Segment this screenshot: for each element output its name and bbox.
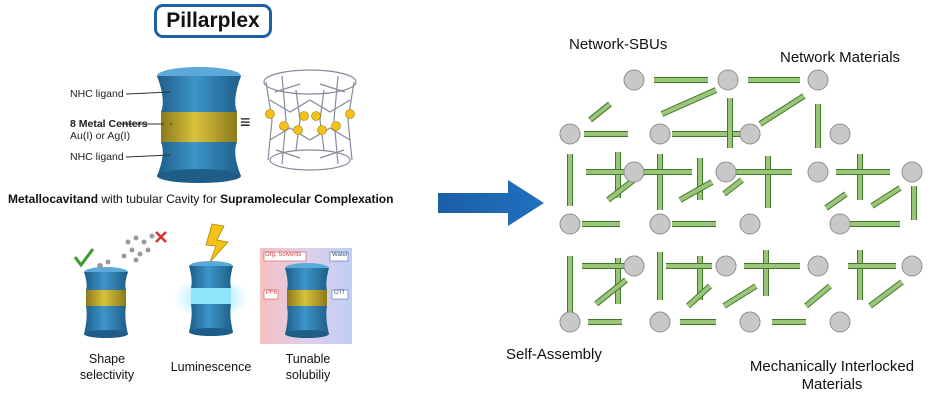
network-node xyxy=(807,69,829,91)
main-pillar-illustration xyxy=(120,67,241,183)
caption-bold-1: Metallocavitand xyxy=(8,192,99,206)
nhc-ligand-bottom-label: NHC ligand xyxy=(70,151,124,163)
caption-bold-2: Supramolecular Complexation xyxy=(220,192,394,206)
network-node xyxy=(649,213,671,235)
feature-label-line1: Shape xyxy=(88,352,126,366)
network-rod xyxy=(679,180,713,202)
network-node xyxy=(807,161,829,183)
otf-tag: OTf xyxy=(334,290,344,296)
network-rod xyxy=(804,284,832,308)
mechanically-interlocked-label: Mechanically Interlocked Materials xyxy=(734,358,930,394)
network-rod xyxy=(686,284,712,308)
network-node xyxy=(559,311,581,333)
network-sbus-label: Network-SBUs xyxy=(569,36,668,53)
network-node xyxy=(715,161,737,183)
network-node xyxy=(739,213,761,235)
tunable-solubility-illustration xyxy=(260,248,352,344)
feature-label-line2: solubiliy xyxy=(285,368,331,382)
water-tag: Water xyxy=(332,252,348,258)
equivalence-symbol: ≡ xyxy=(240,112,251,132)
network-rod xyxy=(722,178,744,196)
network-node xyxy=(739,311,761,333)
feature-label-line1: Luminescence xyxy=(170,360,252,374)
network-node xyxy=(717,69,739,91)
network-node xyxy=(739,123,761,145)
feature-label-line2: selectivity xyxy=(79,368,135,382)
molecular-structure-illustration xyxy=(263,69,357,171)
self-assembly-label: Self-Assembly xyxy=(506,346,602,363)
network-nodes xyxy=(559,69,923,333)
network-node xyxy=(829,123,851,145)
network-rod xyxy=(722,284,758,308)
caption-text: with tubular Cavity for xyxy=(98,192,221,206)
feature-tunable-solubility: Tunable solubiliy xyxy=(270,351,346,383)
org-solvents-tag: Org. Solvents xyxy=(265,252,302,258)
nhc-ligand-top-label: NHC ligand xyxy=(70,88,124,100)
metal-centers-label: 8 Metal Centers xyxy=(70,118,148,130)
network-rod xyxy=(824,192,848,210)
network-materials-label: Network Materials xyxy=(780,49,901,66)
network-node xyxy=(649,311,671,333)
network-rod xyxy=(588,102,612,122)
network-rod xyxy=(868,280,904,308)
pf6-tag: PF6 xyxy=(266,290,278,296)
network-node xyxy=(559,123,581,145)
luminescence-illustration xyxy=(173,223,249,336)
pillarplex-title: Pillarplex xyxy=(166,9,260,32)
network-node xyxy=(901,255,923,277)
feature-luminescence: Luminescence xyxy=(166,359,256,375)
network-node xyxy=(715,255,737,277)
network-node xyxy=(623,161,645,183)
network-node xyxy=(623,255,645,277)
metal-centers-sublabel: Au(I) or Ag(I) xyxy=(70,130,131,142)
mim-line2: Materials xyxy=(801,376,863,393)
right-arrow-icon xyxy=(438,180,544,226)
metallocavitand-caption: Metallocavitand with tubular Cavity for … xyxy=(8,192,393,206)
feature-label-line1: Tunable xyxy=(285,352,331,366)
network-rods xyxy=(567,77,917,325)
network-node xyxy=(649,123,671,145)
pillarplex-title-box: Pillarplex xyxy=(154,4,272,38)
network-node xyxy=(623,69,645,91)
shape-selectivity-illustration xyxy=(73,231,167,338)
mim-line1: Mechanically Interlocked xyxy=(749,358,915,375)
network-node xyxy=(807,255,829,277)
network-node xyxy=(901,161,923,183)
network-rod xyxy=(594,278,628,306)
network-rod xyxy=(661,88,717,116)
network-rod xyxy=(758,94,806,126)
network-node xyxy=(829,213,851,235)
metal-centers-spheres xyxy=(265,109,355,135)
network-node xyxy=(559,213,581,235)
network-node xyxy=(829,311,851,333)
network-rod xyxy=(870,186,902,208)
feature-shape-selectivity: Shape selectivity xyxy=(72,351,142,383)
